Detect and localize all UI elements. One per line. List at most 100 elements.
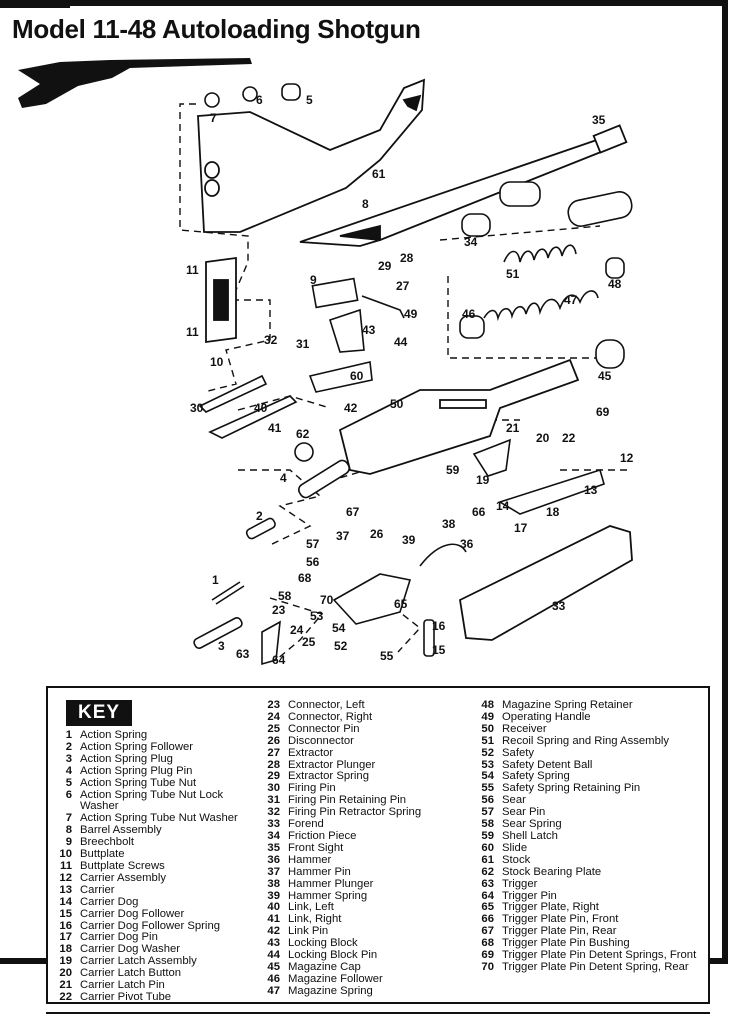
key-item-name: Trigger Plate Pin, Rear: [502, 925, 617, 938]
key-item-number: 55: [481, 782, 494, 795]
svg-text:10: 10: [210, 355, 224, 369]
key-item-name: Recoil Spring and Ring Assembly: [502, 734, 670, 747]
key-item-name: Connector, Right: [288, 710, 373, 723]
svg-text:47: 47: [564, 293, 578, 307]
key-item-number: 17: [59, 931, 72, 944]
key-item-name: Operating Handle: [502, 710, 591, 723]
shotgun-silhouette: [18, 58, 252, 108]
svg-text:67: 67: [346, 505, 360, 519]
key-item-name: Friction Piece: [288, 829, 357, 842]
key-item-name: Carrier Dog Pin: [80, 931, 158, 944]
key-item-name: Carrier Dog Washer: [80, 943, 181, 956]
svg-text:5: 5: [306, 93, 313, 107]
key-item-number: 64: [481, 889, 494, 902]
svg-text:12: 12: [620, 451, 634, 465]
svg-text:46: 46: [462, 307, 476, 321]
key-item-number: 35: [267, 841, 280, 854]
svg-text:32: 32: [264, 333, 278, 347]
key-item-number: 30: [267, 782, 280, 795]
key-item-name: Carrier Pivot Tube: [80, 990, 172, 1003]
key-item-name: Carrier Latch Assembly: [80, 955, 197, 968]
key-item: 4 Action Spring Plug Pin: [48, 764, 248, 778]
key-item-name: Carrier Latch Pin: [80, 979, 165, 992]
svg-text:27: 27: [396, 279, 410, 293]
svg-text:66: 66: [472, 505, 486, 519]
svg-text:69: 69: [596, 405, 610, 419]
key-item-name: Action Spring Plug Pin: [80, 764, 193, 777]
key-item-number: 11: [60, 859, 72, 872]
key-item-name: Trigger: [502, 877, 538, 890]
page-title: Model 11-48 Autoloading Shotgun: [12, 14, 421, 44]
frame-corner-tab: [0, 0, 70, 8]
key-item-name: Breechbolt: [80, 836, 135, 849]
svg-text:50: 50: [390, 397, 404, 411]
key-item-number: 10: [59, 848, 72, 861]
key-item-number: 14: [59, 895, 72, 908]
key-item-name: Sear: [502, 794, 526, 807]
key-item-number: 29: [267, 770, 280, 783]
key-item-name: Safety: [502, 746, 535, 759]
buttplate-part: [205, 256, 237, 344]
key-item-name: Link, Right: [288, 913, 342, 926]
key-item-number: 2: [65, 740, 72, 753]
key-item-name: Action Spring: [80, 729, 148, 741]
key-item-name: Hammer: [288, 853, 332, 866]
key-item-number: 4: [65, 764, 72, 777]
key-item-name: Forend: [288, 818, 324, 831]
svg-text:41: 41: [268, 421, 282, 435]
svg-text:55: 55: [380, 649, 394, 663]
svg-text:25: 25: [302, 635, 316, 649]
svg-text:68: 68: [298, 571, 312, 585]
key-item-name: Trigger Plate Pin Detent Springs, Front: [502, 949, 697, 962]
svg-text:37: 37: [336, 529, 350, 543]
key-item-name: Safety Spring: [502, 770, 570, 783]
svg-text:65: 65: [394, 597, 408, 611]
svg-text:9: 9: [310, 273, 317, 287]
magazine-parts: [459, 181, 633, 369]
svg-text:33: 33: [552, 599, 566, 613]
key-item-number: 26: [267, 734, 280, 747]
key-item-number: 66: [481, 913, 494, 926]
svg-text:4: 4: [280, 471, 287, 485]
svg-text:14: 14: [496, 499, 510, 513]
key-item-number: 24: [267, 710, 280, 723]
key-item-name: Sear Spring: [502, 818, 562, 831]
svg-text:23: 23: [272, 603, 286, 617]
svg-text:6: 6: [256, 93, 263, 107]
key-item-number: 42: [267, 925, 280, 938]
svg-text:24: 24: [290, 623, 304, 637]
svg-text:2: 2: [256, 509, 263, 523]
key-item-name: Trigger Plate, Right: [502, 901, 599, 914]
svg-text:28: 28: [400, 251, 414, 265]
key-item-number: 41: [267, 913, 280, 926]
key-item-number: 31: [267, 794, 280, 807]
